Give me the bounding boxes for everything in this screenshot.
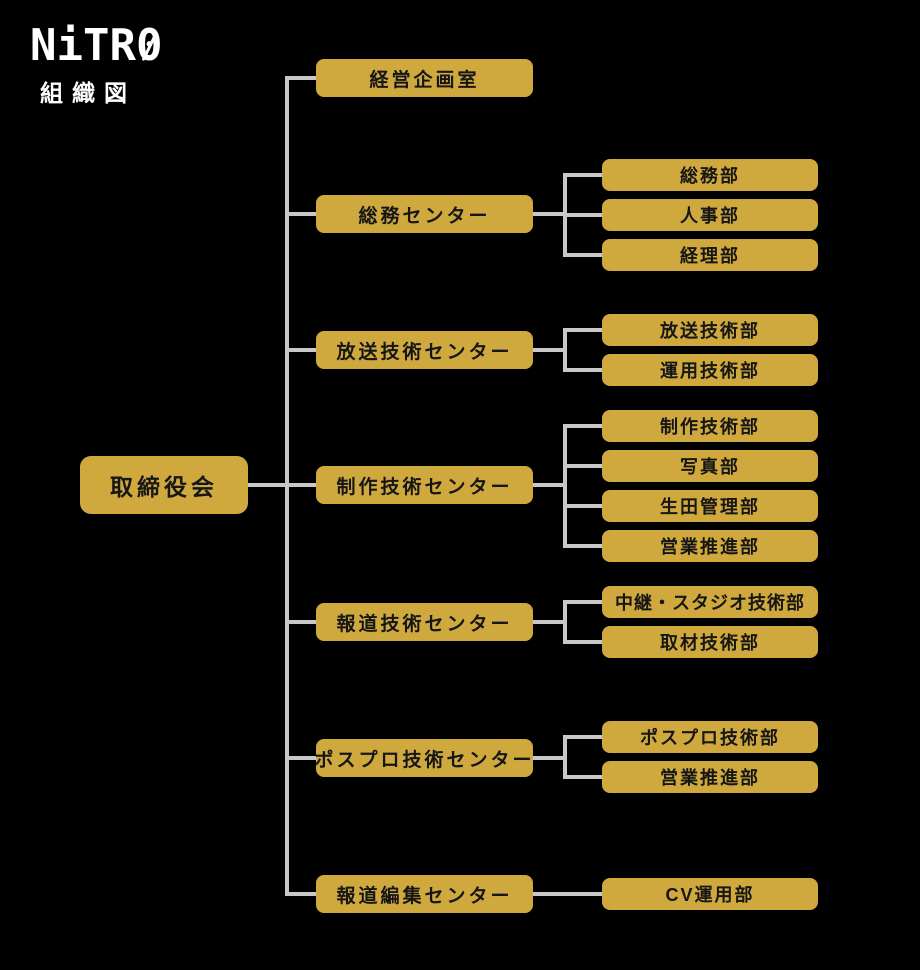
connector-stub-dept-4-0 [563, 600, 602, 604]
org-node-unit-broadcast: 放送技術センター [316, 331, 533, 369]
connector-stub-dept-5-1 [563, 775, 602, 779]
org-node-unit-general: 総務センター [316, 195, 533, 233]
org-node-dept-unyo-gijutsu: 運用技術部 [602, 354, 818, 386]
connector-root-horizontal [248, 483, 316, 487]
org-node-unit-postpro: ポスプロ技術センター [315, 739, 533, 777]
connector-children-v-unit-3 [563, 424, 567, 548]
org-node-dept-soumu: 総務部 [602, 159, 818, 191]
connector-stub-dept-1-0 [563, 173, 602, 177]
connector-stub-unit-5 [285, 756, 316, 760]
org-node-dept-hoso-gijutsu: 放送技術部 [602, 314, 818, 346]
connector-children-v-unit-2 [563, 328, 567, 372]
org-node-dept-chukei-studio: 中継・スタジオ技術部 [602, 586, 818, 618]
org-node-unit-planning: 経営企画室 [316, 59, 533, 97]
org-node-dept-shuzai-gijutsu: 取材技術部 [602, 626, 818, 658]
org-node-dept-cv-unyo: CV運用部 [602, 878, 818, 910]
connector-children-v-unit-4 [563, 600, 567, 644]
org-node-dept-eigyo-suishin-2: 営業推進部 [602, 761, 818, 793]
connector-parent-h-unit-6 [533, 892, 602, 896]
connector-stub-unit-4 [285, 620, 316, 624]
org-node-board: 取締役会 [80, 456, 248, 514]
org-node-unit-news-edit: 報道編集センター [316, 875, 533, 913]
connector-stub-unit-2 [285, 348, 316, 352]
connector-stub-dept-3-1 [563, 464, 602, 468]
connector-stub-dept-2-1 [563, 368, 602, 372]
org-node-dept-shashin: 写真部 [602, 450, 818, 482]
org-node-dept-keiri: 経理部 [602, 239, 818, 271]
org-node-dept-eigyo-suishin-1: 営業推進部 [602, 530, 818, 562]
connector-parent-h-unit-5 [533, 756, 567, 760]
org-node-dept-jinji: 人事部 [602, 199, 818, 231]
org-node-unit-production: 制作技術センター [316, 466, 533, 504]
connector-stub-dept-4-1 [563, 640, 602, 644]
chart-title: 組織図 [40, 80, 136, 106]
logo-text: NiTR0 [30, 20, 163, 71]
connector-stub-unit-0 [285, 76, 316, 80]
connector-stub-unit-6 [285, 892, 316, 896]
connector-stub-dept-5-0 [563, 735, 602, 739]
org-node-dept-postpro-gijutsu: ポスプロ技術部 [602, 721, 818, 753]
org-node-unit-news-tech: 報道技術センター [316, 603, 533, 641]
connector-stub-dept-1-1 [563, 213, 602, 217]
connector-stub-dept-1-2 [563, 253, 602, 257]
org-node-dept-ikuta-kanri: 生田管理部 [602, 490, 818, 522]
org-node-dept-seisaku-gijutsu: 制作技術部 [602, 410, 818, 442]
connector-children-v-unit-5 [563, 735, 567, 779]
connector-parent-h-unit-1 [533, 212, 567, 216]
connector-parent-h-unit-4 [533, 620, 567, 624]
connector-stub-dept-3-3 [563, 544, 602, 548]
connector-stub-dept-3-0 [563, 424, 602, 428]
connector-stub-unit-1 [285, 212, 316, 216]
connector-stub-dept-2-0 [563, 328, 602, 332]
connector-parent-h-unit-2 [533, 348, 567, 352]
company-logo: NiTR0 [30, 22, 162, 70]
connector-parent-h-unit-3 [533, 483, 567, 487]
connector-stub-dept-3-2 [563, 504, 602, 508]
